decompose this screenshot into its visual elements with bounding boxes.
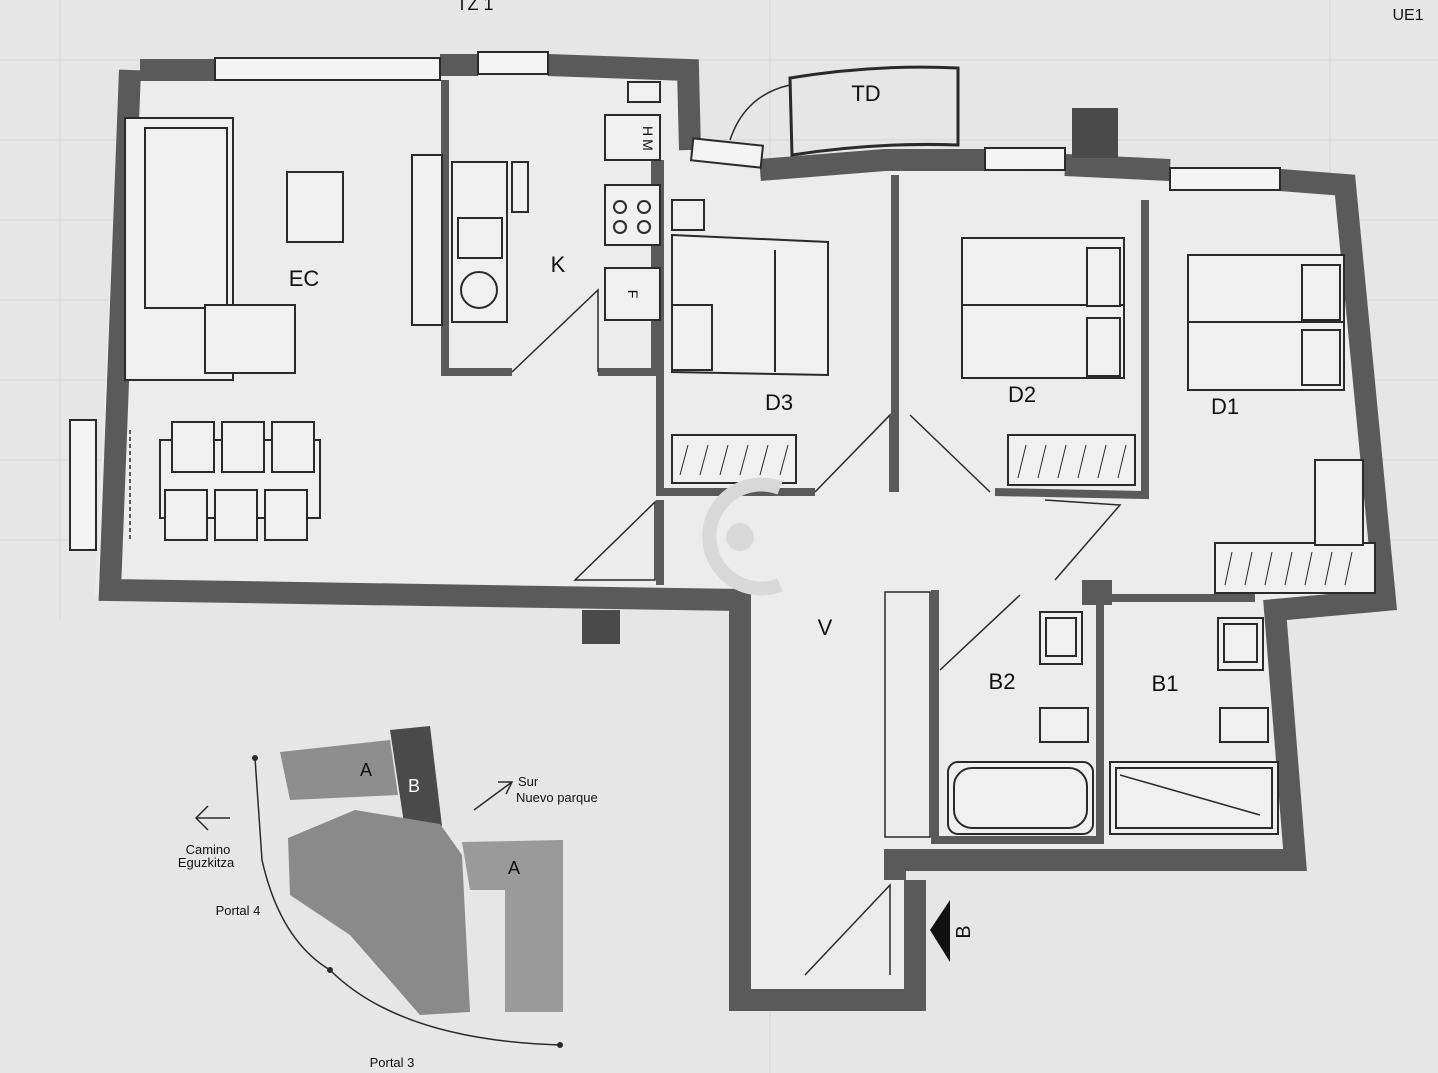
interior-walls xyxy=(441,80,1255,844)
wardrobe-d3 xyxy=(671,434,797,484)
door-swings xyxy=(129,288,1122,976)
sheet-code-right: UE1 xyxy=(1392,7,1423,24)
bathroom-b1-fixtures xyxy=(1109,617,1279,835)
tv-cabinet xyxy=(411,154,443,326)
section-arrow-icon xyxy=(930,900,950,962)
site-label-portal-3: Portal 3 xyxy=(370,1055,415,1070)
section-marker-label: B xyxy=(953,925,975,938)
site-label-a-top: A xyxy=(360,760,372,780)
bed-d3 xyxy=(671,199,829,377)
room-label-d1: D1 xyxy=(1211,394,1239,419)
kitchen-unit-labels: H M F xyxy=(625,126,656,298)
bathroom-b2-fixtures xyxy=(947,611,1094,835)
arrow-northeast-icon xyxy=(473,781,514,811)
room-label-v: V xyxy=(818,615,833,640)
room-label-b2: B2 xyxy=(989,669,1016,694)
site-label-parque: Nuevo parque xyxy=(516,790,598,805)
unit-label-h: H xyxy=(640,126,656,136)
bed-d2 xyxy=(961,237,1125,379)
exterior-walls xyxy=(98,54,1398,1011)
site-label-sur: Sur xyxy=(518,774,539,789)
site-label-portal-4: Portal 4 xyxy=(216,903,261,918)
corridor-cabinet xyxy=(884,591,931,838)
bed-d1 xyxy=(1187,254,1345,391)
site-label-a-right: A xyxy=(508,858,520,878)
site-label-eguzkitza: Eguzkitza xyxy=(178,855,235,870)
site-block-a-top xyxy=(280,740,398,800)
room-label-td: TD xyxy=(851,81,880,106)
sofa xyxy=(124,117,296,381)
dining-set xyxy=(159,421,321,541)
room-labels: EC K TD D3 D2 D1 V B2 B1 xyxy=(289,81,1239,696)
wardrobe-d2 xyxy=(1007,434,1136,486)
kitchen-counter xyxy=(451,81,661,323)
chimney-duct xyxy=(1072,108,1118,158)
coffee-table xyxy=(286,171,344,243)
room-label-b1: B1 xyxy=(1152,671,1179,696)
room-label-d2: D2 xyxy=(1008,382,1036,407)
room-label-ec: EC xyxy=(289,266,320,291)
sheet-code-left: TZ 1 xyxy=(456,0,493,14)
site-block-a-right xyxy=(462,840,563,1012)
unit-label-m: M xyxy=(640,139,656,151)
site-block-main xyxy=(288,810,470,1015)
unit-label-f: F xyxy=(625,290,641,299)
watermark-logo xyxy=(702,477,783,596)
pillar-center xyxy=(1082,580,1112,605)
site-block-b xyxy=(390,726,442,830)
duct-south xyxy=(582,610,620,644)
room-label-d3: D3 xyxy=(765,390,793,415)
windows xyxy=(69,51,1281,551)
site-plan: A B A Sur Nuevo parque Camino Eguzkitza … xyxy=(178,726,598,1070)
site-label-camino: Camino xyxy=(186,842,231,857)
site-label-b: B xyxy=(408,776,420,796)
wardrobe-d1 xyxy=(1214,459,1376,594)
arrow-west-icon xyxy=(194,805,230,831)
terrace-td xyxy=(729,65,960,157)
room-label-k: K xyxy=(551,252,566,277)
